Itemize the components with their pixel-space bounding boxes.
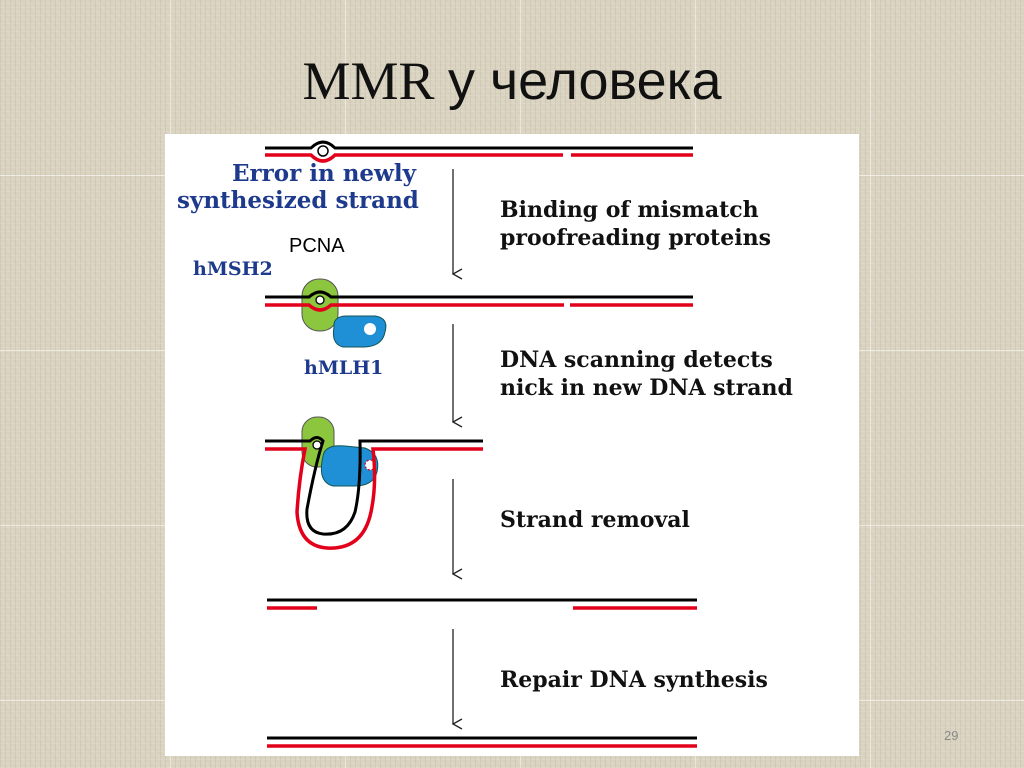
error-label: Error in newly xyxy=(232,160,417,187)
new-strand xyxy=(265,303,564,312)
hmlh1-protein xyxy=(320,445,379,487)
error-label: synthesized strand xyxy=(177,187,419,214)
slide-title-latin: MMR xyxy=(302,51,435,111)
dna-stage-gap xyxy=(267,598,697,610)
mmr-diagram-svg: Error in newly synthesized strand Bindin… xyxy=(177,140,793,748)
step-scanning-label: nick in new DNA strand xyxy=(500,375,793,401)
template-strand xyxy=(265,290,693,299)
mismatch-marker xyxy=(315,295,325,305)
template-strand xyxy=(265,436,483,536)
hmlh1-protein xyxy=(332,315,387,348)
slide-number: 29 xyxy=(944,728,959,743)
slide-title-cyrillic: у человека xyxy=(448,51,722,111)
background-seam xyxy=(870,0,871,768)
new-strand xyxy=(265,153,563,163)
dna-stage-binding xyxy=(265,278,693,348)
pcna-label: PCNA xyxy=(289,235,345,257)
new-strand xyxy=(265,447,483,550)
template-strand xyxy=(265,140,693,150)
hmlh1-binding-site xyxy=(364,323,376,335)
step-scanning-label: DNA scanning detects xyxy=(500,347,773,373)
hmsh2-label: hMSH2 xyxy=(193,258,273,280)
dna-stage-mismatch xyxy=(265,140,693,163)
step-removal-label: Strand removal xyxy=(500,507,690,533)
dna-stage-repaired xyxy=(267,736,697,748)
mismatch-marker xyxy=(312,440,322,450)
dna-stage-excision xyxy=(265,416,483,550)
mmr-diagram: Error in newly synthesized strand Bindin… xyxy=(165,134,859,756)
mismatch-marker xyxy=(317,145,329,157)
slide-title: MMR у человека xyxy=(0,50,1024,112)
step-synthesis-label: Repair DNA synthesis xyxy=(500,667,768,693)
step-binding-label: proofreading proteins xyxy=(500,225,771,251)
hmlh1-label: hMLH1 xyxy=(304,357,383,379)
step-binding-label: Binding of mismatch xyxy=(500,197,759,223)
